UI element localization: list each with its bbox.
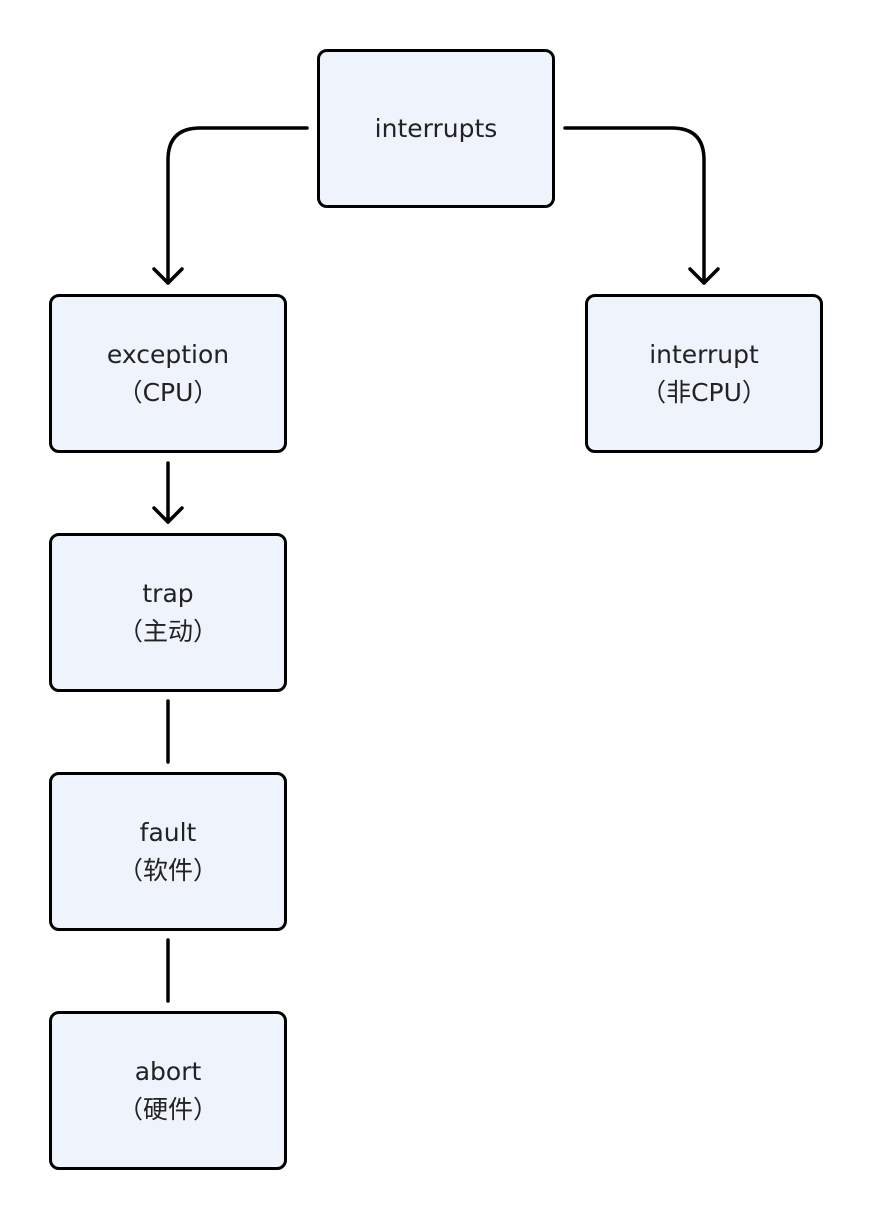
node-abort: abort （硬件） <box>49 1011 287 1170</box>
connector-interrupts-interrupt <box>563 126 706 285</box>
arrowhead-trap <box>152 506 184 524</box>
node-trap-label: trap <box>142 578 194 608</box>
connector-interrupts-exception <box>166 126 309 285</box>
node-exception-sublabel: （CPU） <box>117 377 219 407</box>
node-fault-sublabel: （软件） <box>117 855 218 885</box>
node-fault-label: fault <box>139 817 197 847</box>
arrowhead-exception <box>152 267 184 285</box>
node-fault: fault （软件） <box>49 772 287 931</box>
node-interrupts-label: interrupts <box>374 113 498 143</box>
node-interrupt-label: interrupt <box>649 339 759 369</box>
node-trap: trap （主动） <box>49 533 287 692</box>
node-interrupt: interrupt （非CPU） <box>585 294 823 453</box>
node-exception-label: exception <box>106 339 230 369</box>
node-interrupt-sublabel: （非CPU） <box>641 377 767 407</box>
node-exception: exception （CPU） <box>49 294 287 453</box>
node-abort-sublabel: （硬件） <box>117 1094 218 1124</box>
node-interrupts: interrupts <box>317 49 555 208</box>
node-abort-label: abort <box>134 1056 202 1086</box>
arrowhead-interrupt <box>688 267 720 285</box>
node-trap-sublabel: （主动） <box>117 616 218 646</box>
